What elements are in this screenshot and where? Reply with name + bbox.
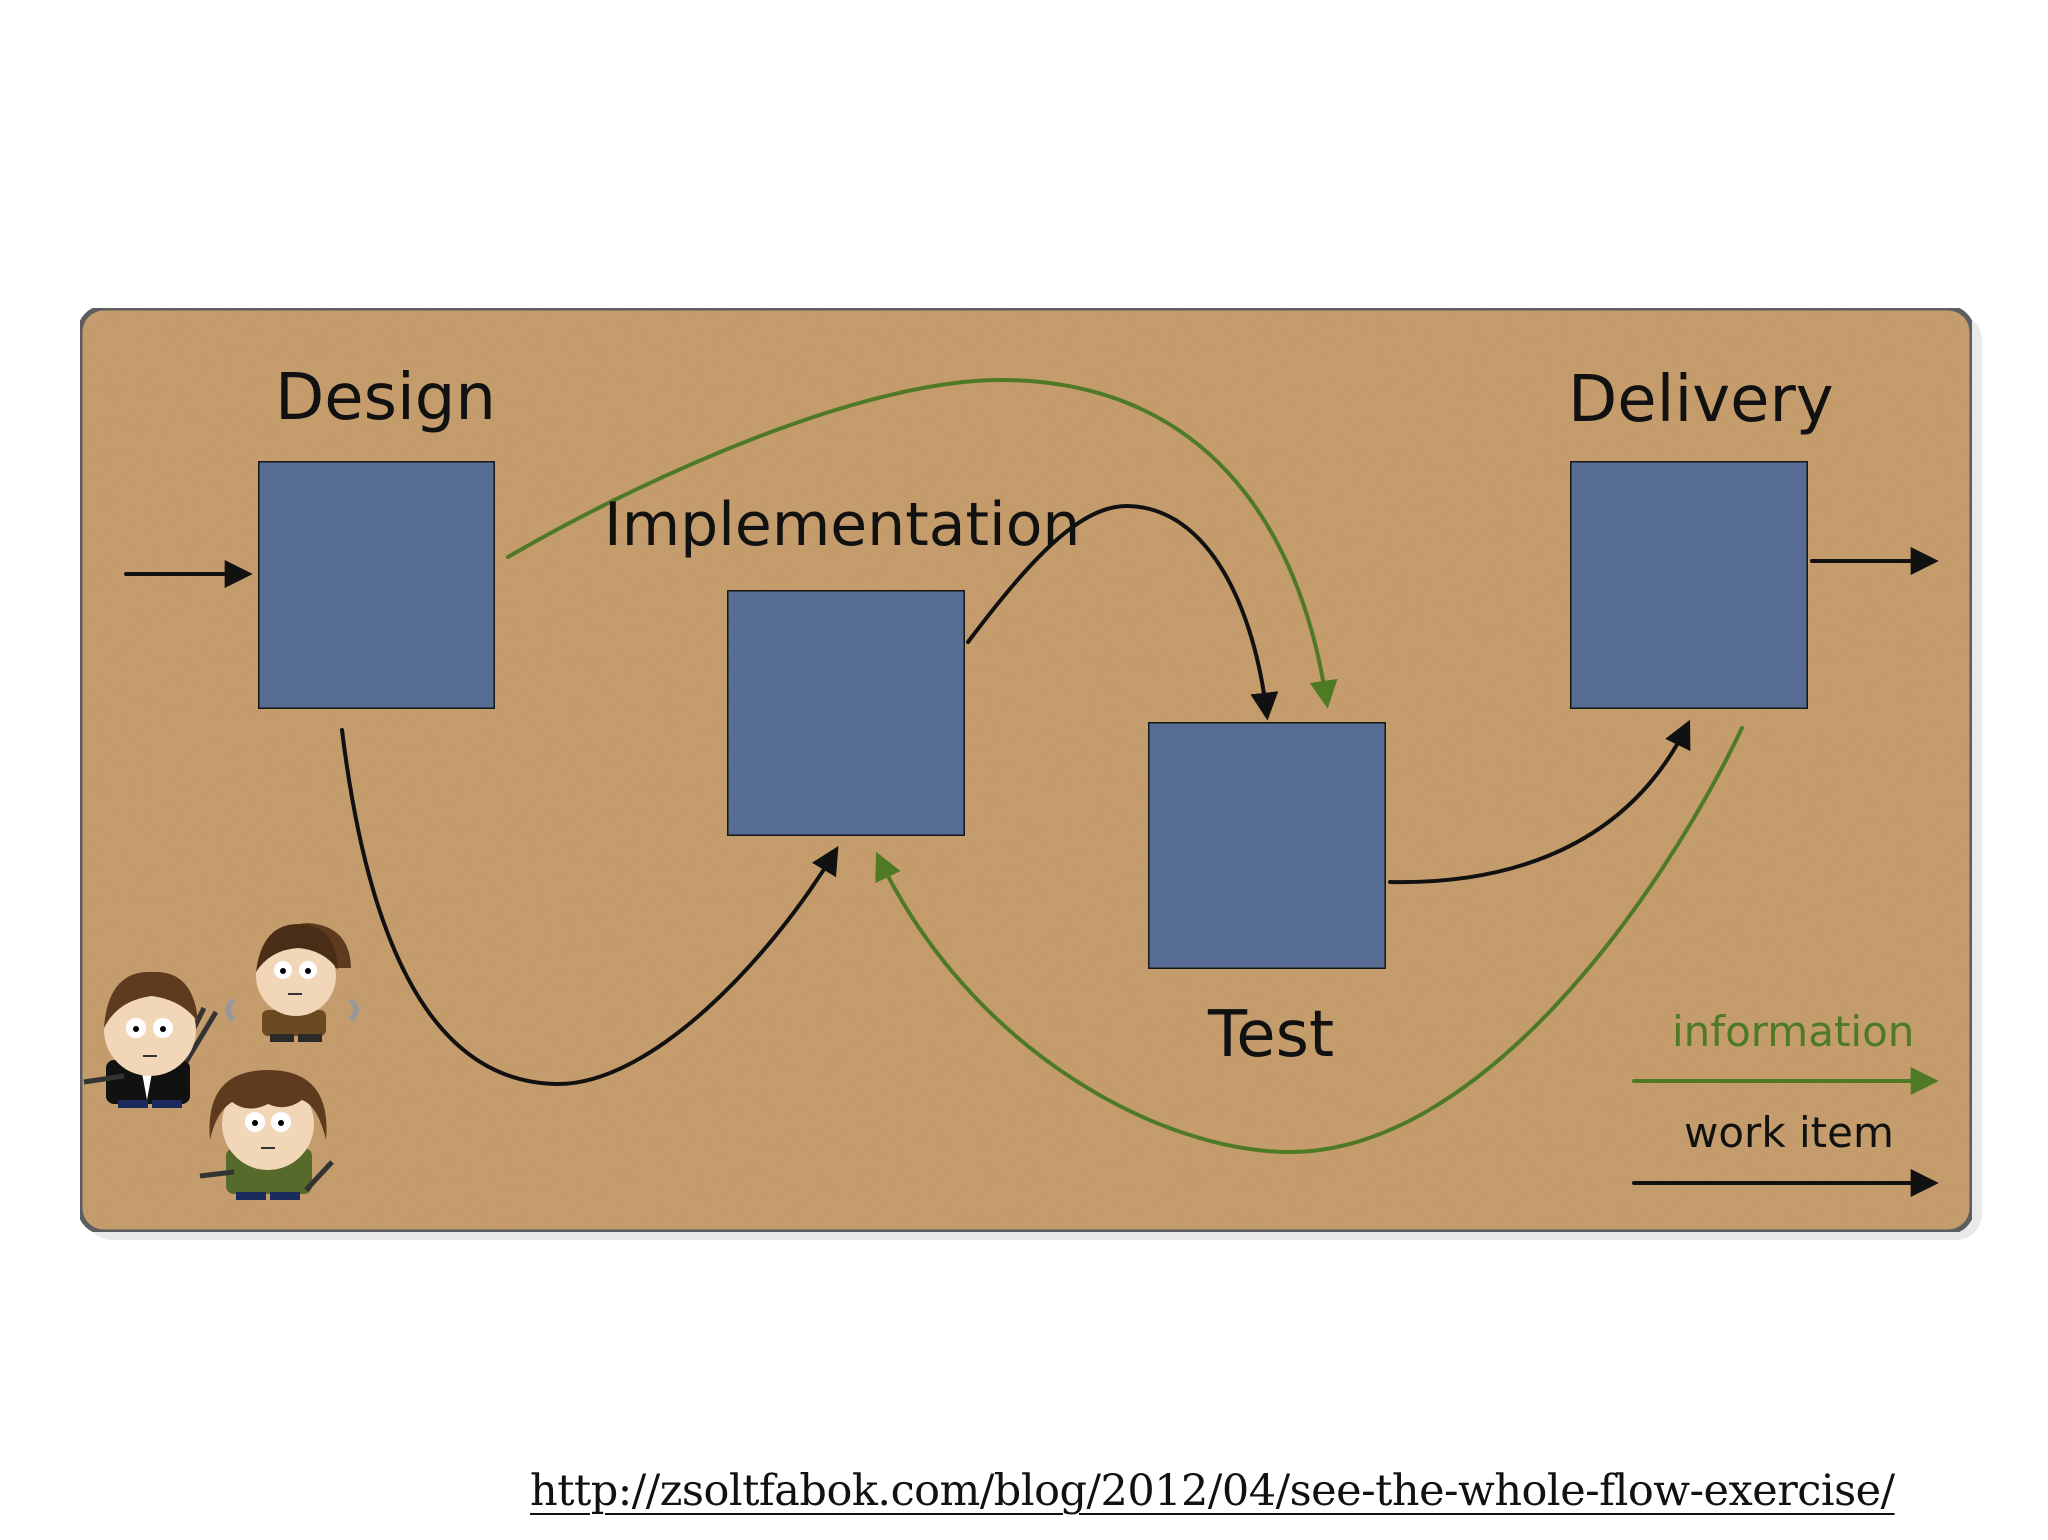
- delivery-to-implementation-information-arrow: [875, 726, 1744, 1155]
- design-to-test-information-arrow: [506, 377, 1338, 709]
- design-to-implementation-arrow: [340, 728, 839, 1087]
- test-to-delivery-arrow: [1388, 719, 1691, 885]
- cartoon-character-1: [225, 923, 359, 1042]
- legend-information-label: information: [1672, 1007, 1915, 1056]
- source-link[interactable]: http://zsoltfabok.com/blog/2012/04/see-t…: [530, 1466, 1895, 1516]
- design-box: [256, 459, 497, 711]
- design-label: Design: [275, 361, 496, 435]
- implementation-label: Implementation: [604, 490, 1081, 560]
- implementation-to-test-arrow: [966, 503, 1279, 721]
- delivery-label: Delivery: [1568, 363, 1834, 437]
- test-label: Test: [1208, 998, 1335, 1072]
- legend-work-item-label: work item: [1684, 1108, 1894, 1157]
- cartoon-character-2: [83, 971, 219, 1108]
- test-box: [1146, 720, 1388, 971]
- cardboard-background: [77, 305, 1975, 1235]
- implementation-box: [725, 588, 967, 838]
- delivery-box: [1568, 459, 1810, 711]
- cartoon-character-3: [199, 1070, 334, 1200]
